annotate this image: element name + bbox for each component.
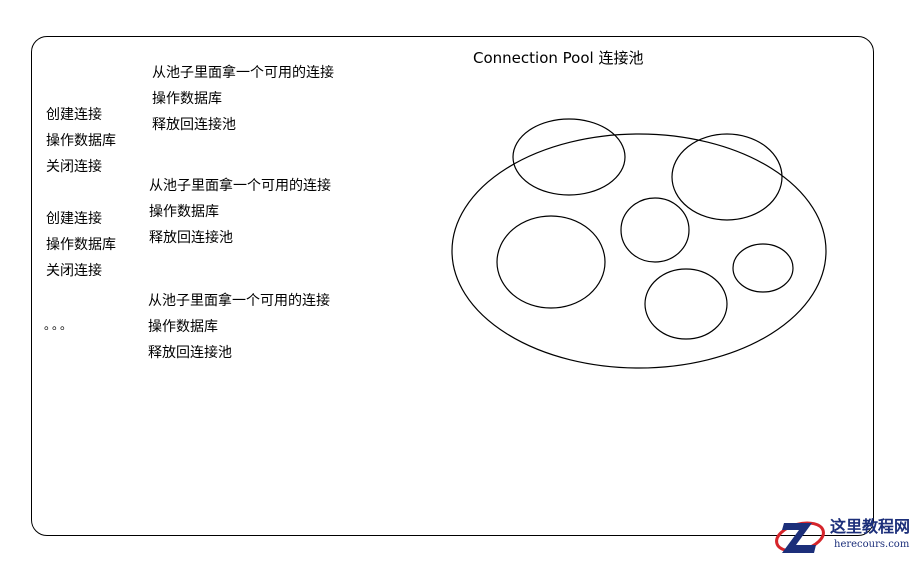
ellipsis-text: 。。。: [44, 318, 75, 332]
step-operate-database: 操作数据库: [46, 133, 116, 149]
step-release-connection: 释放回连接池: [152, 117, 236, 133]
step-close-connection: 关闭连接: [46, 263, 102, 279]
step-operate-database: 操作数据库: [149, 204, 219, 220]
pool-steps-group-1: 从池子里面拿一个可用的连接 操作数据库 释放回连接池: [152, 60, 334, 138]
step-borrow-connection: 从池子里面拿一个可用的连接: [148, 293, 330, 309]
site-watermark: 这里教程网 herecours.com: [772, 515, 921, 558]
step-release-connection: 释放回连接池: [148, 345, 232, 361]
pool-steps-group-3: 从池子里面拿一个可用的连接 操作数据库 释放回连接池: [148, 288, 330, 366]
pool-title: Connection Pool 连接池: [473, 49, 644, 67]
site-logo-icon: [775, 521, 825, 553]
step-operate-database: 操作数据库: [46, 237, 116, 253]
pooled-connection: [732, 243, 794, 293]
step-close-connection: 关闭连接: [46, 159, 102, 175]
step-create-connection: 创建连接: [46, 107, 102, 123]
diagram-frame: [31, 36, 874, 536]
site-name: 这里教程网: [830, 517, 911, 536]
step-operate-database: 操作数据库: [148, 319, 218, 335]
pool-steps-group-2: 从池子里面拿一个可用的连接 操作数据库 释放回连接池: [149, 173, 331, 251]
step-create-connection: 创建连接: [46, 211, 102, 227]
pooled-connection: [496, 215, 606, 309]
pooled-connection: [671, 133, 783, 221]
pooled-connection: [644, 268, 728, 340]
pool-boundary: [451, 133, 827, 369]
step-release-connection: 释放回连接池: [149, 230, 233, 246]
step-borrow-connection: 从池子里面拿一个可用的连接: [149, 178, 331, 194]
direct-steps-group-3: 。。。: [44, 312, 74, 338]
step-operate-database: 操作数据库: [152, 91, 222, 107]
direct-steps-group-2: 创建连接 操作数据库 关闭连接: [46, 206, 116, 284]
direct-steps-group-1: 创建连接 操作数据库 关闭连接: [46, 102, 116, 180]
pooled-connection: [512, 118, 626, 196]
site-url: herecours.com: [834, 539, 910, 550]
pooled-connection: [620, 197, 690, 263]
step-borrow-connection: 从池子里面拿一个可用的连接: [152, 65, 334, 81]
